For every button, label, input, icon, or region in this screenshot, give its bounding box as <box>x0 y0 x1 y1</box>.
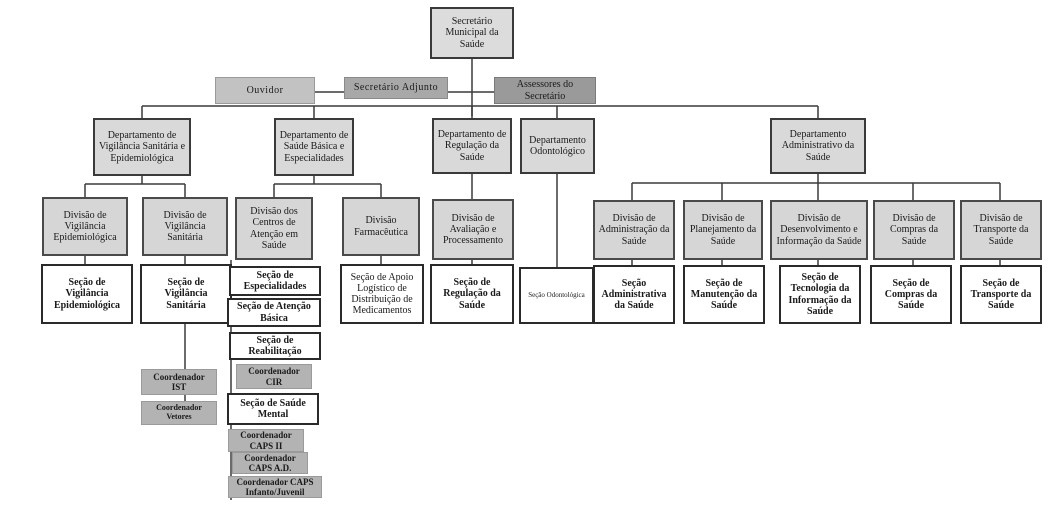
sec-reabilitacao: Seção de Reabilitação <box>229 332 321 360</box>
div-centros-atencao: Divisão dos Centros de Atenção em Saúde <box>235 197 313 260</box>
div-compras: Divisão de Compras da Saúde <box>873 200 955 260</box>
secretario-adjunto-box: Secretário Adjunto <box>344 77 448 99</box>
dept-vigilancia: Departamento de Vigilância Sanitária e E… <box>93 118 191 176</box>
sec-administrativa: Seção Administrativa da Saúde <box>593 265 675 324</box>
sec-vig-epidemiologica: Seção de Vigilância Epidemiológica <box>41 264 133 324</box>
sec-tecnologia: Seção de Tecnologia da Informação da Saú… <box>779 265 861 324</box>
sec-manutencao: Seção de Manutenção da Saúde <box>683 265 765 324</box>
sec-compras: Seção de Compras da Saúde <box>870 265 952 324</box>
dept-saude-basica: Departamento de Saúde Básica e Especiali… <box>274 118 354 176</box>
div-farmaceutica: Divisão Farmacêutica <box>342 197 420 256</box>
div-vig-sanitaria: Divisão de Vigilância Sanitária <box>142 197 228 256</box>
sec-odontologica: Seção Odontológica <box>519 267 594 324</box>
div-avaliacao: Divisão de Avaliação e Processamento <box>432 199 514 260</box>
div-desenvolvimento: Divisão de Desenvolvimento e Informação … <box>770 200 868 260</box>
coord-ist: Coordenador IST <box>141 369 217 395</box>
coord-vetores: Coordenador Vetores <box>141 401 217 425</box>
ouvidor-box: Ouvidor <box>215 77 315 104</box>
sec-vig-sanitaria: Seção de Vigilância Sanitária <box>140 264 232 324</box>
sec-especialidades: Seção de Especialidades <box>229 266 321 296</box>
sec-apoio-logistico: Seção de Apoio Logístico de Distribuição… <box>340 264 424 324</box>
div-administracao: Divisão de Administração da Saúde <box>593 200 675 260</box>
sec-transporte: Seção de Transporte da Saúde <box>960 265 1042 324</box>
coord-caps-infanto-juvenil: Coordenador CAPS Infanto/Juvenil <box>228 476 322 498</box>
div-planejamento: Divisão de Planejamento da Saúde <box>683 200 763 260</box>
coord-cir: Coordenador CIR <box>236 364 312 389</box>
sec-saude-mental: Seção de Saúde Mental <box>227 393 319 425</box>
assessores-box: Assessores do Secretário <box>494 77 596 104</box>
coord-caps-ad: Coordenador CAPS A.D. <box>232 452 308 474</box>
coord-caps-ii: Coordenador CAPS II <box>228 429 304 452</box>
div-vig-epidemiologica: Divisão de Vigilância Epidemiológica <box>42 197 128 256</box>
dept-regulacao: Departamento de Regulação da Saúde <box>432 118 512 174</box>
dept-administrativo: Departamento Administrativo da Saúde <box>770 118 866 174</box>
div-transporte: Divisão de Transporte da Saúde <box>960 200 1042 260</box>
sec-regulacao: Seção de Regulação da Saúde <box>430 264 514 324</box>
dept-odontologico: Departamento Odontológico <box>520 118 595 174</box>
secretario-box: Secretário Municipal da Saúde <box>430 7 514 59</box>
sec-atencao-basica: Seção de Atenção Básica <box>227 298 321 327</box>
